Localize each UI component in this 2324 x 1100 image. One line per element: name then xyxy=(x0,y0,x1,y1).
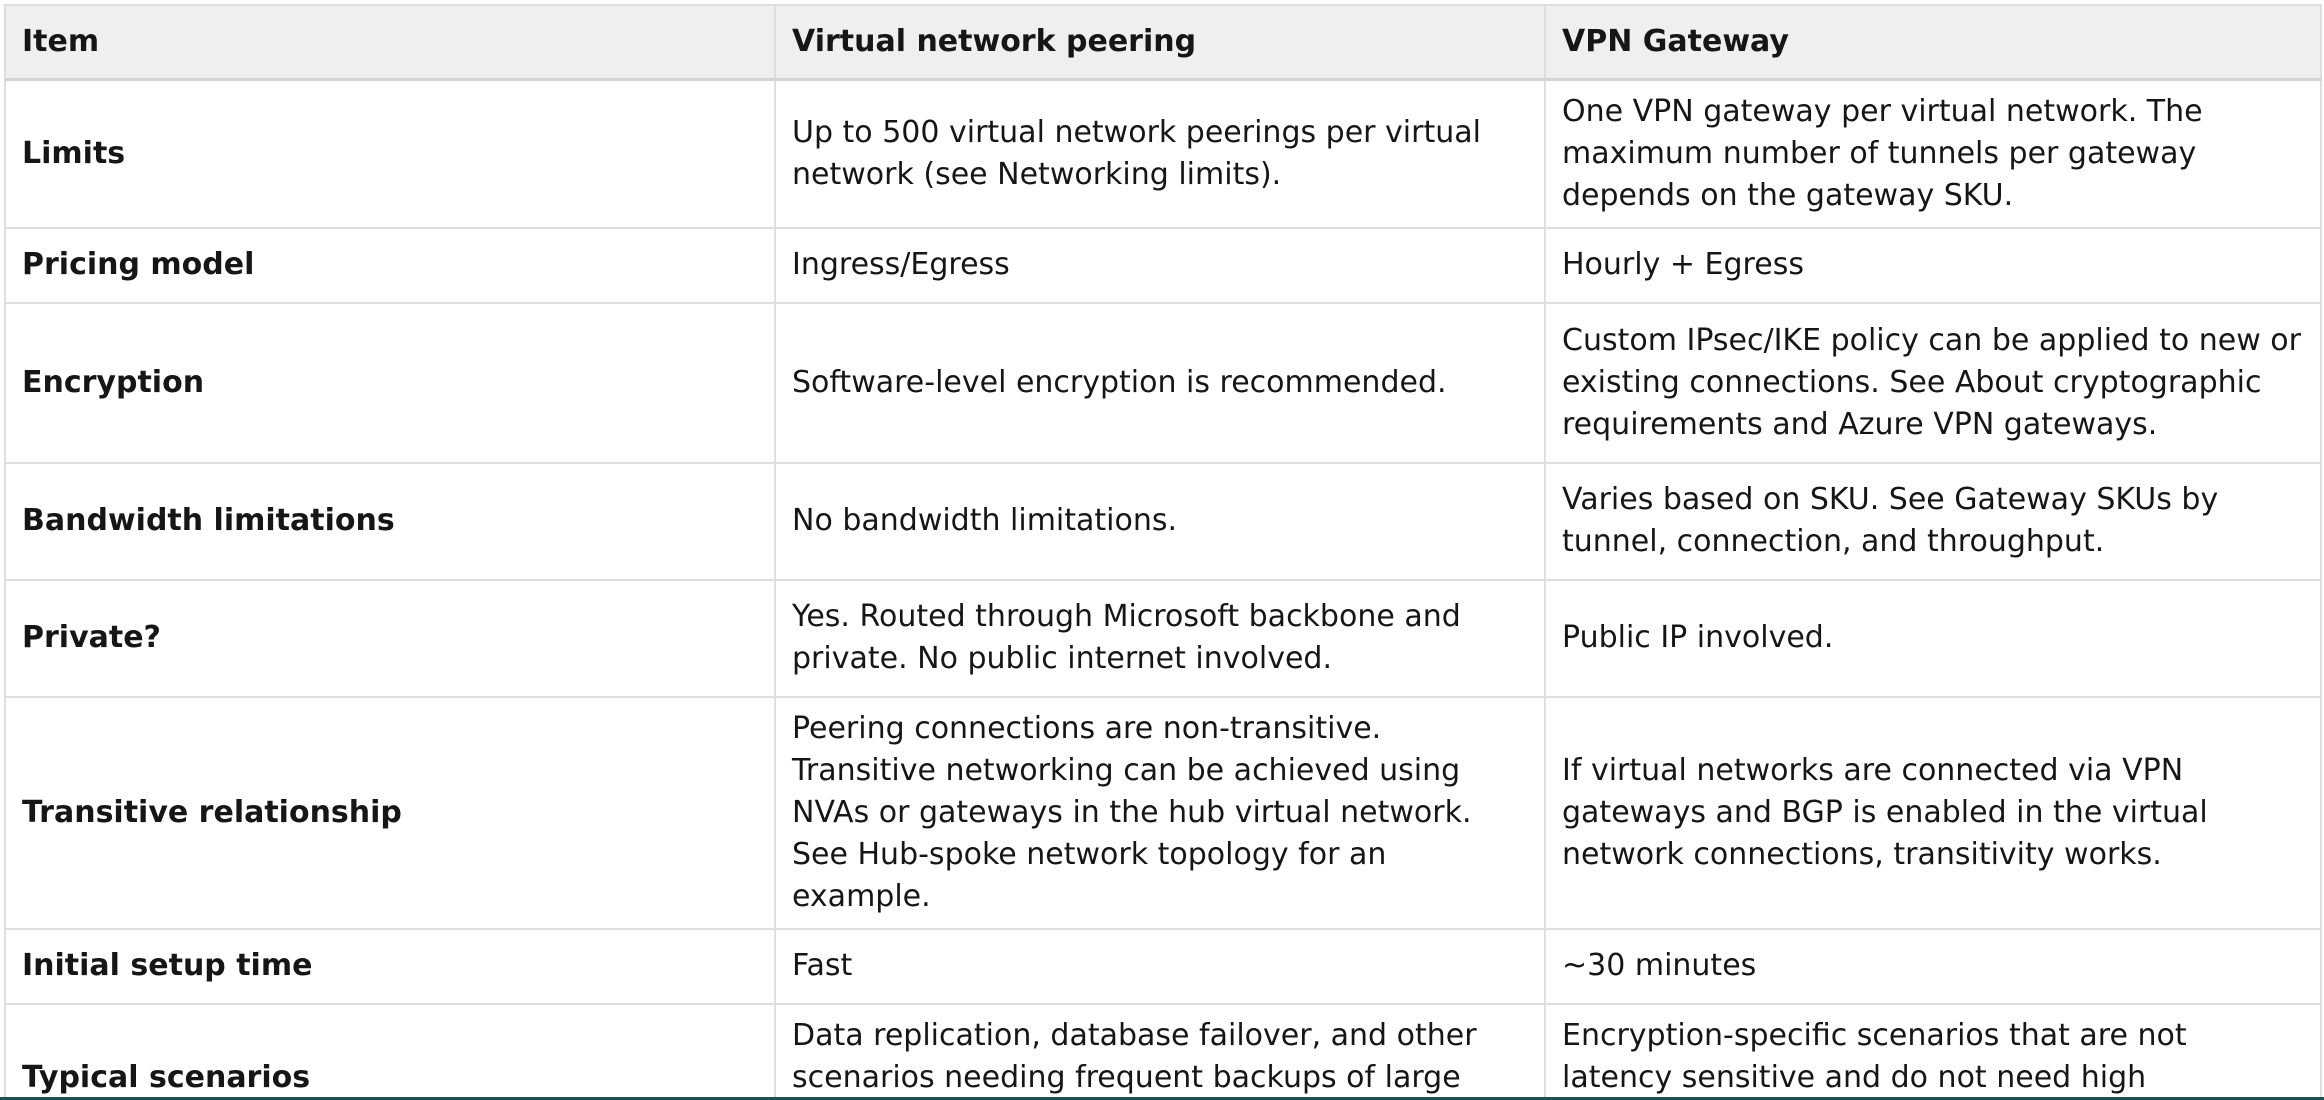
row-item-label: Transitive relationship xyxy=(4,695,776,930)
peering-cell: Up to 500 virtual network peerings per v… xyxy=(774,78,1546,229)
header-row: Item Virtual network peering VPN Gateway xyxy=(4,4,2322,81)
table-row: Pricing model Ingress/Egress Hourly + Eg… xyxy=(4,226,2322,304)
peering-cell: Peering connections are non-transitive. … xyxy=(774,695,1546,930)
vpn-cell: Varies based on SKU. See Gateway SKUs by… xyxy=(1544,461,2322,581)
peering-cell: Data replication, database failover, and… xyxy=(774,1002,1546,1100)
vpn-cell: Custom IPsec/IKE policy can be applied t… xyxy=(1544,301,2322,464)
row-item-label: Pricing model xyxy=(4,226,776,304)
vpn-cell: If virtual networks are connected via VP… xyxy=(1544,695,2322,930)
table-row: Initial setup time Fast ~30 minutes xyxy=(4,927,2322,1005)
table-row: Limits Up to 500 virtual network peering… xyxy=(4,78,2322,229)
row-item-label: Encryption xyxy=(4,301,776,464)
comparison-table: Item Virtual network peering VPN Gateway… xyxy=(4,4,2322,1100)
peering-cell: Ingress/Egress xyxy=(774,226,1546,304)
row-item-label: Limits xyxy=(4,78,776,229)
table-row: Private? Yes. Routed through Microsoft b… xyxy=(4,578,2322,698)
bottom-divider xyxy=(0,1097,2324,1100)
peering-cell: Yes. Routed through Microsoft backbone a… xyxy=(774,578,1546,698)
row-item-label: Initial setup time xyxy=(4,927,776,1005)
vpn-cell: Encryption-specific scenarios that are n… xyxy=(1544,1002,2322,1100)
vpn-cell: One VPN gateway per virtual network. The… xyxy=(1544,78,2322,229)
table-row: Transitive relationship Peering connecti… xyxy=(4,695,2322,930)
peering-cell: No bandwidth limitations. xyxy=(774,461,1546,581)
header-vpn-gateway: VPN Gateway xyxy=(1544,4,2322,81)
vpn-cell: Hourly + Egress xyxy=(1544,226,2322,304)
peering-cell: Software-level encryption is recommended… xyxy=(774,301,1546,464)
table-body: Limits Up to 500 virtual network peering… xyxy=(4,78,2322,1100)
row-item-label: Typical scenarios xyxy=(4,1002,776,1100)
table-row: Bandwidth limitations No bandwidth limit… xyxy=(4,461,2322,581)
table-row: Encryption Software-level encryption is … xyxy=(4,301,2322,464)
header-item: Item xyxy=(4,4,776,81)
vpn-cell: ~30 minutes xyxy=(1544,927,2322,1005)
row-item-label: Private? xyxy=(4,578,776,698)
header-virtual-network-peering: Virtual network peering xyxy=(774,4,1546,81)
table-header: Item Virtual network peering VPN Gateway xyxy=(4,4,2322,81)
table-row: Typical scenarios Data replication, data… xyxy=(4,1002,2322,1100)
peering-cell: Fast xyxy=(774,927,1546,1005)
vpn-cell: Public IP involved. xyxy=(1544,578,2322,698)
row-item-label: Bandwidth limitations xyxy=(4,461,776,581)
